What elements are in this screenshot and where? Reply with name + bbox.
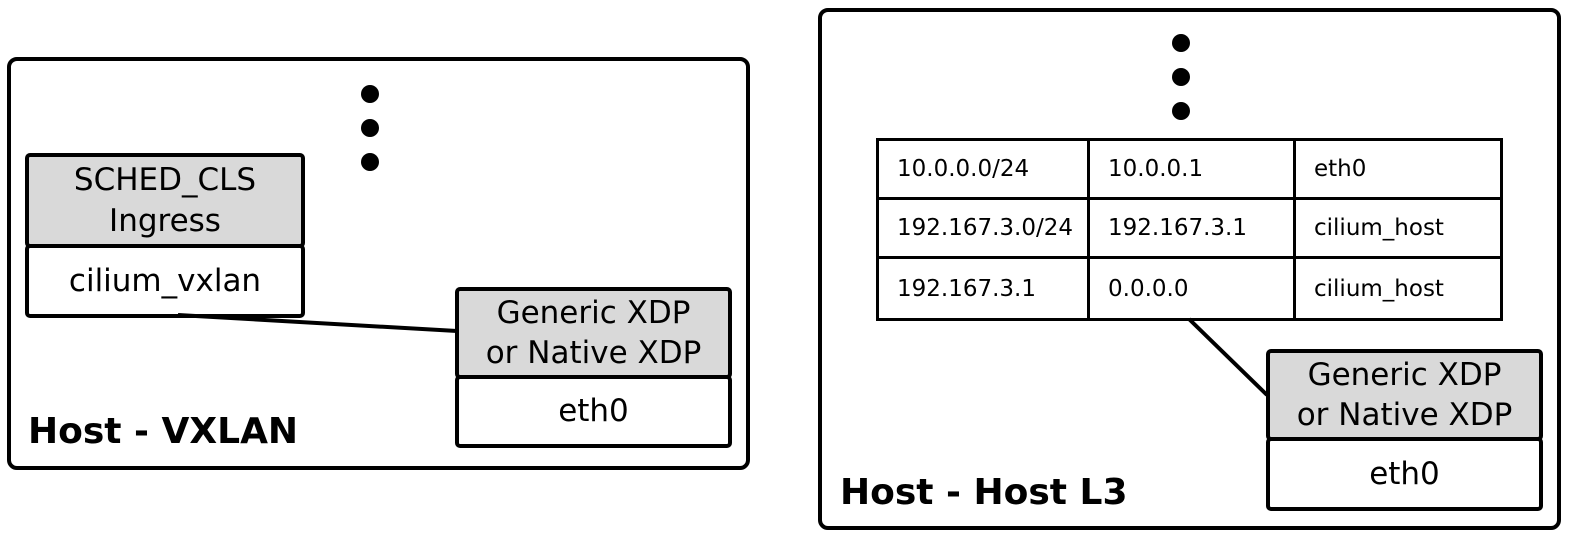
ellipsis-dot xyxy=(1172,34,1190,52)
route-cell: cilium_host xyxy=(1314,275,1444,302)
route-cell: 10.0.0.1 xyxy=(1090,141,1296,200)
route-cell: 192.167.3.1 xyxy=(879,259,1090,318)
route-cell: 192.167.3.0/24 xyxy=(879,200,1090,259)
ellipsis-dot xyxy=(361,153,379,171)
route-cell: cilium_host xyxy=(1296,200,1500,259)
panel-title: Host - VXLAN xyxy=(28,411,299,452)
panel-title: Host - Host L3 xyxy=(840,472,1128,513)
routing-table: 10.0.0.0/24 10.0.0.1 eth0 192.167.3.0/24… xyxy=(876,138,1503,321)
route-cell: 192.167.3.1 xyxy=(1090,200,1296,259)
sched-cls-ingress-box: SCHED_CLS Ingress xyxy=(25,153,305,248)
ellipsis-dot xyxy=(1172,102,1190,120)
connector-route-to-xdp xyxy=(1187,317,1269,397)
eth0-box: eth0 xyxy=(1266,437,1543,511)
ellipsis-dot xyxy=(1172,68,1190,86)
route-cell: 0.0.0.0 xyxy=(1090,259,1296,318)
connector-vxlan-to-xdp xyxy=(177,313,458,333)
cilium-vxlan-box: cilium_vxlan xyxy=(25,244,305,318)
route-cell: eth0 xyxy=(1296,141,1500,200)
eth0-box: eth0 xyxy=(455,375,732,448)
xdp-box: Generic XDP or Native XDP xyxy=(455,287,732,379)
ellipsis-dot xyxy=(361,85,379,103)
route-cell: 10.0.0.0/24 xyxy=(879,141,1090,200)
ellipsis-dot xyxy=(361,119,379,137)
